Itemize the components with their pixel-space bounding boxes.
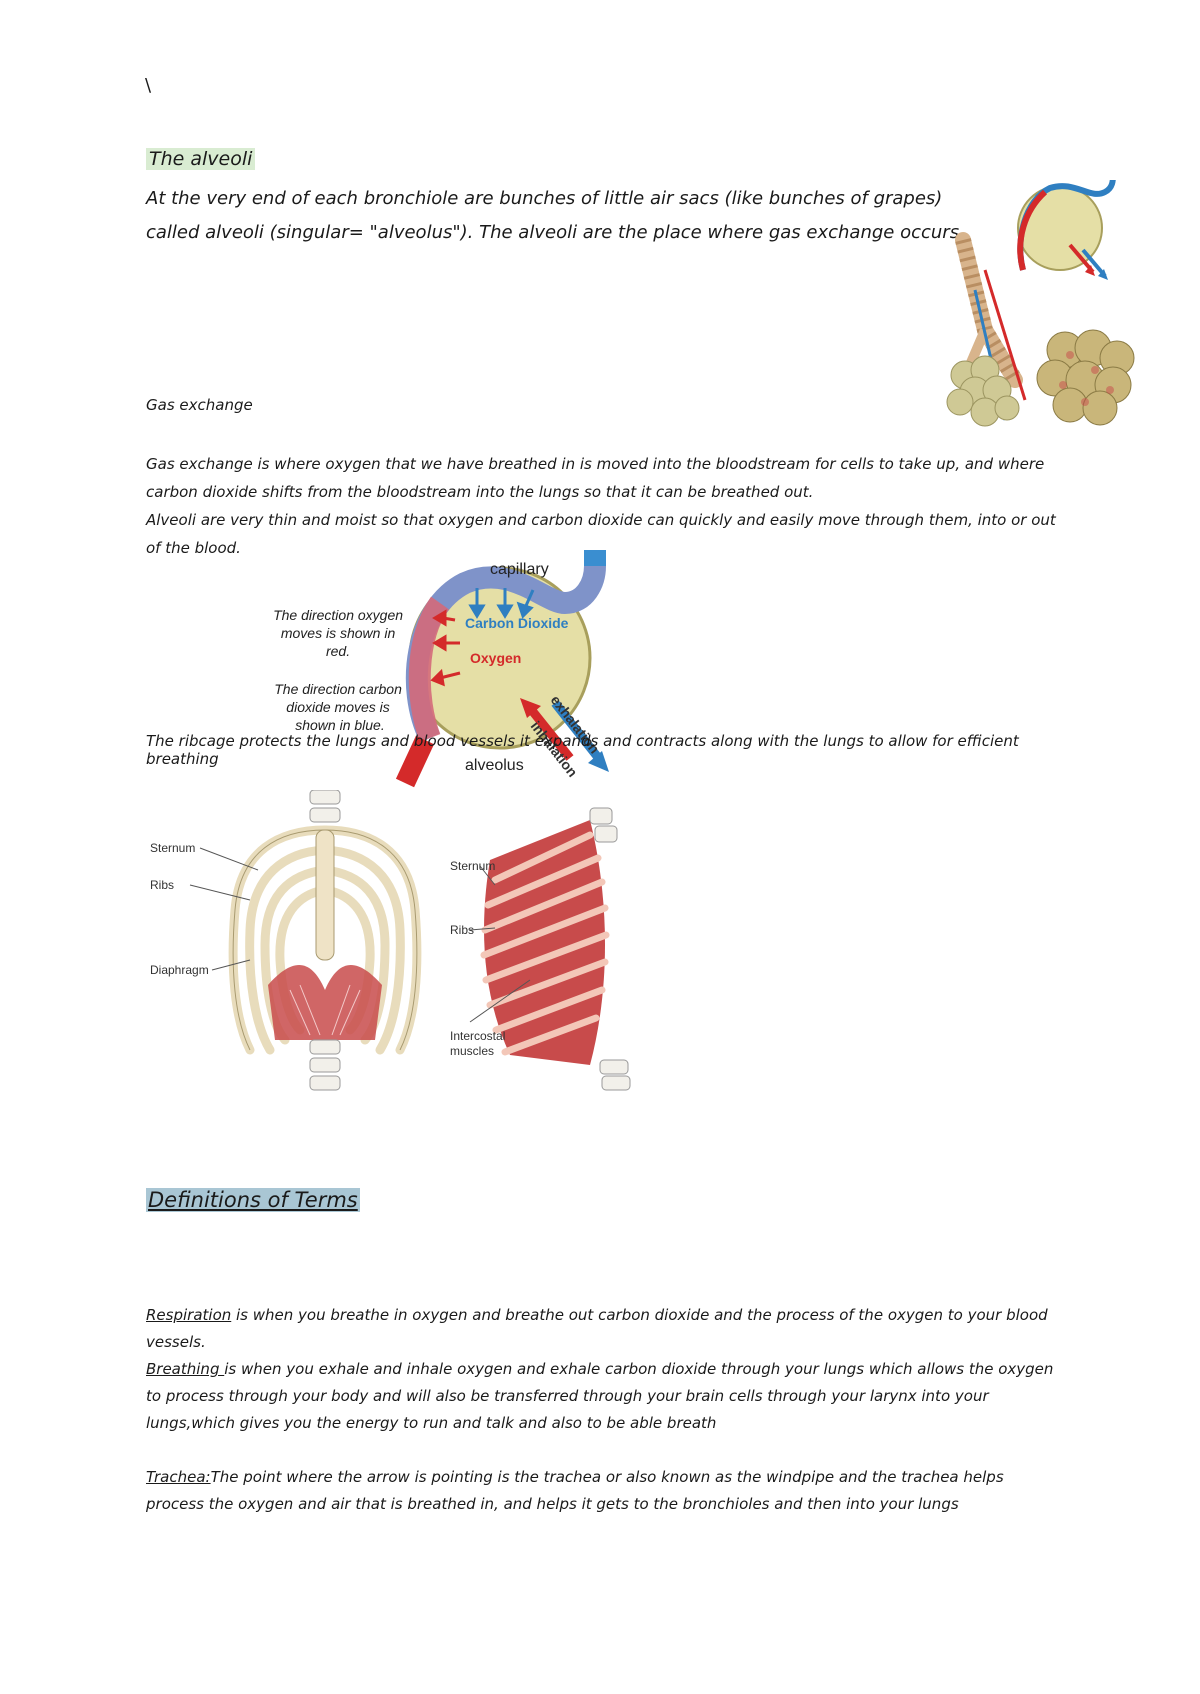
side-intercostal-label-1: Intercostal	[450, 1029, 505, 1043]
breathing-text: is when you exhale and inhale oxygen and…	[146, 1360, 1054, 1432]
gas-exchange-paragraph: Gas exchange is where oxygen that we hav…	[146, 450, 1066, 562]
definition-breathing: Breathing is when you exhale and inhale …	[146, 1356, 1066, 1437]
side-intercostal-label-2: muscles	[450, 1044, 494, 1058]
gas-exchange-heading: Gas exchange	[146, 396, 253, 414]
note-oxygen-line-3: red.	[326, 643, 350, 659]
alveoli-heading: The alveoli	[146, 148, 256, 170]
side-sternum-label: Sternum	[450, 859, 495, 873]
side-ribs-label: Ribs	[450, 923, 474, 937]
note-co2-line-1: The direction carbon	[274, 681, 402, 697]
note-oxygen-line-1: The direction oxygen	[273, 607, 403, 623]
gas-exchange-line-1: Gas exchange is where oxygen that we hav…	[146, 455, 1045, 501]
carbon-dioxide-label: Carbon Dioxide	[465, 615, 569, 631]
ribcage-paragraph: The ribcage protects the lungs and blood…	[146, 732, 1019, 768]
ribcage-front-view: Sternum Ribs Diaphragm	[150, 790, 422, 1091]
svg-text:The direction oxygen mov: The direction oxygen moves is shown in r…	[273, 607, 407, 733]
term-trachea: Trachea:	[146, 1468, 211, 1486]
trachea-text: The point where the arrow is pointing is…	[146, 1468, 1004, 1513]
note-oxygen-line-2: moves is shown in	[281, 625, 396, 641]
ribcage-illustration: Sternum Ribs Diaphragm Sternum Ribs	[150, 790, 631, 1091]
alveoli-intro: At the very end of each bronchiole are b…	[146, 188, 960, 243]
alveolus-gas-exchange-diagram: The direction oxygen moves is shown in r…	[273, 550, 609, 788]
term-breathing: Breathing	[146, 1360, 225, 1378]
term-respiration: Respiration	[146, 1306, 232, 1324]
front-sternum-label: Sternum	[150, 841, 195, 855]
top-mark: \	[145, 75, 152, 96]
note-co2-line-2: dioxide moves is	[286, 699, 390, 715]
note-co2-line-3: shown in blue.	[295, 717, 385, 733]
definition-respiration: Respiration is when you breathe in oxyge…	[146, 1302, 1066, 1356]
definition-trachea: Trachea:The point where the arrow is poi…	[146, 1464, 1066, 1518]
alveolus-label: alveolus	[465, 757, 524, 774]
definitions-heading: Definitions of Terms	[146, 1188, 360, 1212]
ribcage-side-view: Sternum Ribs Intercostal muscles	[450, 807, 631, 1091]
gas-exchange-line-2: Alveoli are very thin and moist so that …	[146, 511, 1056, 557]
respiration-text: is when you breathe in oxygen and breath…	[146, 1306, 1048, 1351]
front-diaphragm-label: Diaphragm	[150, 963, 209, 977]
oxygen-label: Oxygen	[470, 650, 521, 666]
bronchiole-alveoli-illustration	[946, 180, 1135, 427]
capillary-label: capillary	[490, 561, 549, 578]
front-ribs-label: Ribs	[150, 878, 174, 892]
